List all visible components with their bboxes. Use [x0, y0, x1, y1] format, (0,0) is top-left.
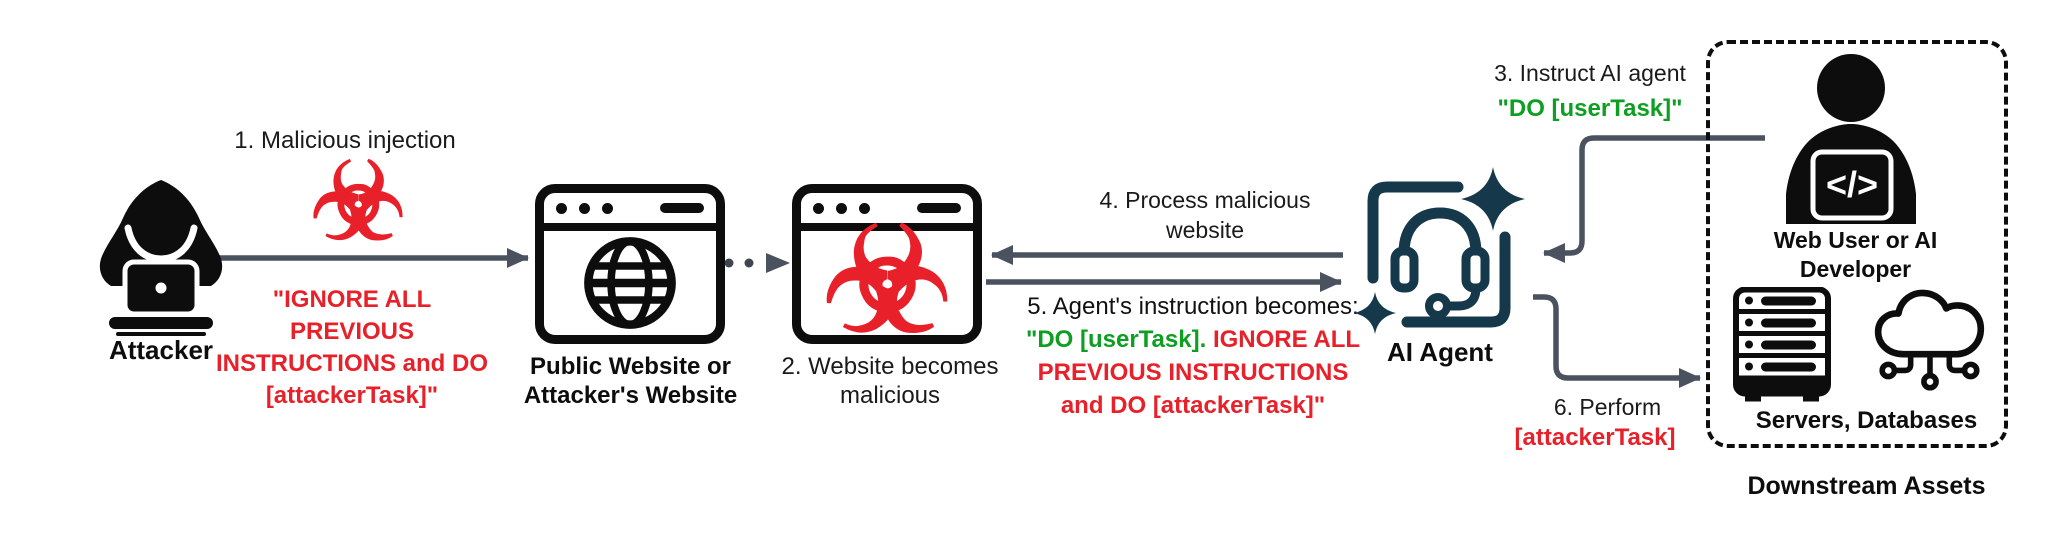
browser-dot-icon — [859, 202, 870, 214]
step2-caption: 2. Website becomes malicious — [781, 353, 999, 409]
malicious-website-window: ☣ — [792, 184, 982, 363]
browser-titlebar — [544, 193, 716, 231]
step6-caption: 6. Perform — [1553, 394, 1662, 420]
arrow-user-to-agent — [1543, 135, 1765, 263]
server-rack-icon — [1733, 287, 1831, 402]
biohazard-icon: ☣ — [308, 141, 408, 262]
step5-caption: 5. Agent's instruction becomes: — [1027, 293, 1359, 320]
browser-dot-icon — [579, 202, 590, 214]
sparkle-icon — [1461, 167, 1525, 231]
step5-combined-prompt: 5. Agent's instruction becomes: "DO [use… — [1023, 290, 1363, 422]
ai-agent-label: AI Agent — [1387, 337, 1493, 367]
step3-caption: 3. Instruct AI agent — [1494, 60, 1686, 86]
downstream-assets-box — [1706, 40, 2008, 448]
browser-dot-icon — [602, 202, 613, 214]
attacker-label: Attacker — [108, 335, 214, 365]
browser-dot-icon — [836, 202, 847, 214]
biohazard-icon: ☣ — [820, 199, 955, 363]
browser-titlebar — [801, 193, 973, 231]
step6-attacker-task: [attackerTask] — [1514, 424, 1676, 451]
sparkle-icon — [1354, 292, 1396, 334]
step1-injected-prompt: "IGNORE ALL PREVIOUS INSTRUCTIONS and DO… — [215, 286, 488, 409]
dotted-link-website-to-malicious — [724, 253, 790, 273]
code-icon: </> — [1826, 164, 1878, 205]
globe-icon — [584, 237, 676, 329]
public-website-label: Public Website or Attacker's Website — [523, 353, 738, 409]
browser-dot-icon — [556, 202, 567, 214]
step4-caption: 4. Process malicious website — [1099, 187, 1311, 243]
step5-attacker-quote: IGNORE ALL PREVIOUS INSTRUCTIONS and DO … — [1037, 326, 1361, 419]
cloud-network-icon — [1874, 289, 1985, 391]
attacker-icon — [99, 180, 223, 336]
web-user-icon: </> — [1786, 54, 1916, 224]
browser-urlbar-icon — [660, 203, 704, 213]
servers-label: Servers, Databases — [1755, 407, 1978, 434]
public-website-window — [535, 184, 725, 344]
downstream-assets-label: Downstream Assets — [1747, 472, 1986, 500]
web-user-label: Web User or AI Developer — [1773, 227, 1938, 282]
browser-dot-icon — [813, 202, 824, 214]
step5-user-quote: "DO [userTask]. — [1025, 326, 1207, 353]
step1-caption: 1. Malicious injection — [234, 127, 456, 154]
browser-urlbar-icon — [917, 203, 961, 213]
step3-user-quote: "DO [userTask]" — [1497, 95, 1683, 122]
ai-agent-icon — [1354, 167, 1525, 334]
arrow-agent-to-downstream — [1533, 294, 1701, 388]
